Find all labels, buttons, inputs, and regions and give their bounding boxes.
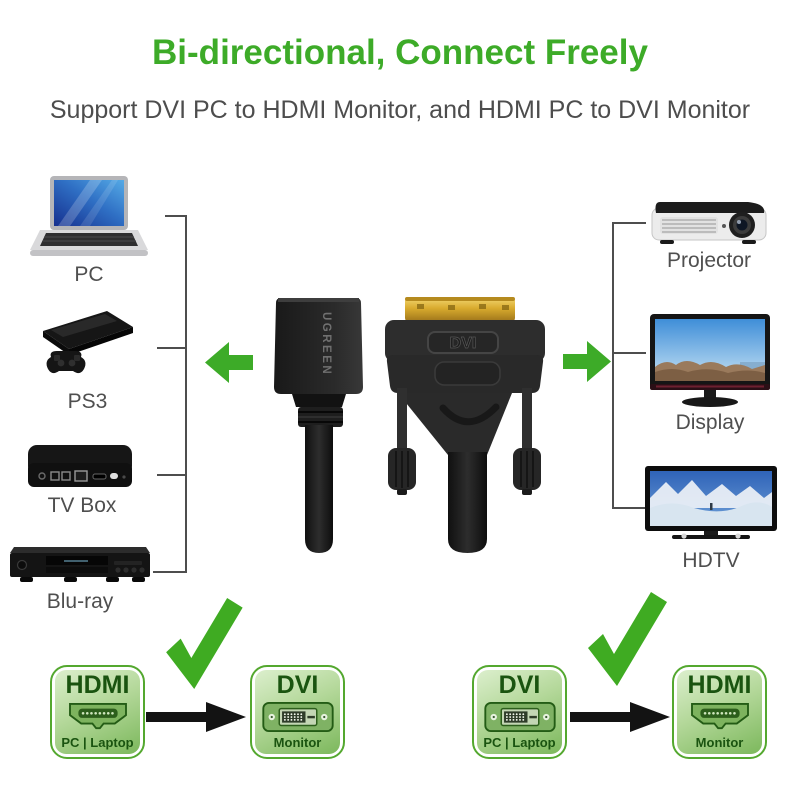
- device-label-blu-ray: Blu-ray: [46, 590, 114, 613]
- combo2-target-box: HDMI Monitor: [672, 665, 767, 759]
- monitor-icon: [650, 314, 770, 407]
- hdmi-female-connector: UGREEN: [274, 298, 363, 553]
- combo2-target-subtitle: Monitor: [695, 735, 744, 750]
- right-bracket: [612, 222, 646, 509]
- combo1-target-title: DVI: [276, 671, 319, 699]
- combo1-source-title: HDMI: [65, 671, 130, 699]
- combo1-target-subtitle: Monitor: [273, 735, 322, 750]
- device-label-projector: Projector: [666, 249, 752, 272]
- blu-ray-player-icon: [10, 547, 150, 582]
- device-tv-box: TV Box: [26, 443, 138, 518]
- page-title: Bi-directional, Connect Freely: [152, 33, 648, 72]
- arrow-left-icon: [205, 342, 253, 383]
- dvi-male-connector: DVI: [385, 297, 545, 553]
- black-arrow-right-icon: [146, 702, 246, 732]
- hdmi-port-icon: [690, 703, 749, 730]
- page-subtitle: Support DVI PC to HDMI Monitor, and HDMI…: [49, 96, 751, 124]
- device-label-ps3: PS3: [67, 390, 108, 413]
- device-blu-ray: Blu-ray: [6, 543, 154, 614]
- check-icon: [166, 597, 243, 689]
- combo1-target-box: DVI Monitor: [250, 665, 345, 759]
- left-bracket: [153, 215, 187, 573]
- hdtv-icon: [645, 466, 777, 539]
- device-label-tv-box: TV Box: [47, 494, 117, 517]
- device-hdtv: HDTV: [644, 466, 778, 573]
- device-ps3: PS3: [35, 305, 140, 414]
- tv-box-icon: [28, 445, 132, 487]
- device-display: Display: [648, 314, 772, 435]
- device-label-display: Display: [675, 411, 745, 434]
- dvi-connector-label: DVI: [450, 335, 477, 352]
- dvi-port-icon: [261, 702, 334, 732]
- combo2-source-subtitle: PC | Laptop: [483, 735, 556, 750]
- arrow-right-icon: [563, 341, 611, 382]
- ps3-console-icon: [43, 311, 133, 374]
- check-icon: [588, 592, 667, 686]
- laptop-icon: [30, 176, 148, 256]
- device-pc: PC: [28, 176, 150, 287]
- projector-icon: [651, 202, 767, 244]
- device-label-hdtv: HDTV: [682, 549, 740, 572]
- cable-brand-text: UGREEN: [320, 312, 332, 376]
- combo1-source-box: HDMI PC | Laptop: [50, 665, 145, 759]
- device-label-pc: PC: [74, 263, 104, 286]
- combo2-source-title: DVI: [498, 671, 541, 699]
- dvi-port-icon: [483, 702, 556, 732]
- device-projector: Projector: [650, 200, 768, 273]
- combo2-target-title: HDMI: [687, 671, 752, 699]
- dvi-hdmi-cable-image: UGREEN DVI: [274, 297, 545, 553]
- black-arrow-right-icon: [570, 702, 670, 732]
- hdmi-port-icon: [68, 703, 127, 730]
- combo2-source-box: DVI PC | Laptop: [472, 665, 567, 759]
- combo1-source-subtitle: PC | Laptop: [61, 735, 134, 750]
